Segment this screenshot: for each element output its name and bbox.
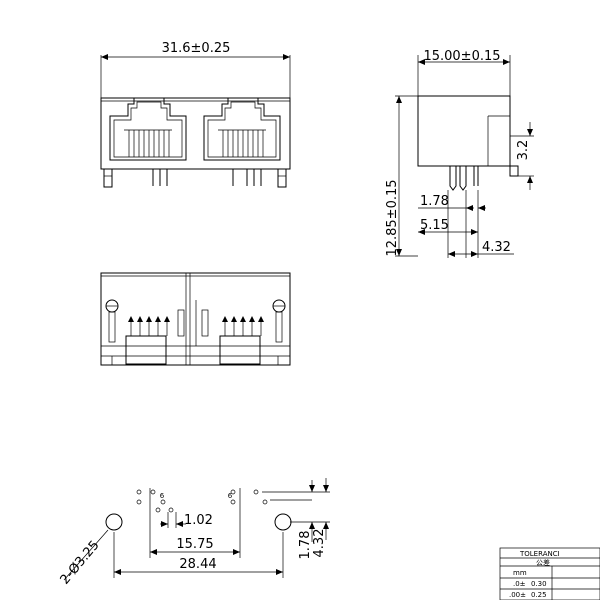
pcb-footprint: 6 6 1.02 15.75 28.44 2-Ø3.25 1.78 4.32: [58, 478, 330, 588]
side-housing: [417, 95, 511, 167]
pcb-pitch-dimension: 1.02: [184, 513, 213, 528]
front-port-right: [203, 97, 281, 161]
side-view: 15.00±0.15 12.85±0.15 3.2 1.78: [385, 49, 534, 258]
pcb-pin1-right-label: 6: [228, 492, 233, 500]
tolerance-row1-val: 0.30: [531, 580, 547, 588]
bottom-leads: [128, 316, 264, 336]
side-height-dimension: 12.85±0.15: [385, 179, 400, 256]
tolerance-title: TOLERANCI: [519, 550, 560, 558]
pcb-hole-span-dimension: 28.44: [179, 557, 216, 572]
side-depth-dimension: 15.00±0.15: [423, 49, 500, 64]
pin-offset-b-dimension: 5.15: [420, 218, 449, 233]
tolerance-subtitle: 公差: [536, 558, 550, 567]
tolerance-row2-key: .00±: [509, 591, 526, 599]
tolerance-unit: mm: [513, 569, 527, 577]
pcb-pins-right: [230, 489, 268, 505]
pcb-row-span-dimension: 15.75: [176, 537, 213, 552]
tolerance-row2-val: 0.25: [531, 591, 547, 599]
bottom-view: [100, 272, 291, 366]
pcb-hole-dia-dimension: 2-Ø3.25: [58, 538, 103, 588]
front-view: 31.6±0.25: [100, 41, 291, 188]
front-pins: [103, 168, 287, 188]
bottom-housing: [100, 272, 291, 366]
tab-height-dimension: 3.2: [516, 140, 531, 161]
front-housing: [100, 97, 291, 170]
front-width-dimension: 31.6±0.25: [162, 41, 231, 56]
pcb-mount-hole-left: [105, 513, 123, 531]
pin-offset-a-dimension: 1.78: [420, 194, 449, 209]
tolerance-table: TOLERANCI 公差 mm .0± 0.30 .00± 0.25: [499, 547, 600, 600]
tolerance-row1-key: .0±: [513, 580, 526, 588]
pcb-pin1-left-label: 6: [160, 492, 165, 500]
side-pins: [449, 166, 479, 191]
front-port-right-contacts: [222, 130, 264, 157]
pcb-mount-hole-right: [274, 513, 292, 531]
pcb-right-a-dimension: 1.78: [298, 531, 313, 560]
pcb-right-b-dimension: 4.32: [312, 529, 327, 558]
pin-offset-c-dimension: 4.32: [482, 240, 511, 255]
front-port-left: [109, 97, 187, 161]
front-port-left-contacts: [128, 130, 170, 157]
pcb-pins-left: [136, 489, 174, 513]
